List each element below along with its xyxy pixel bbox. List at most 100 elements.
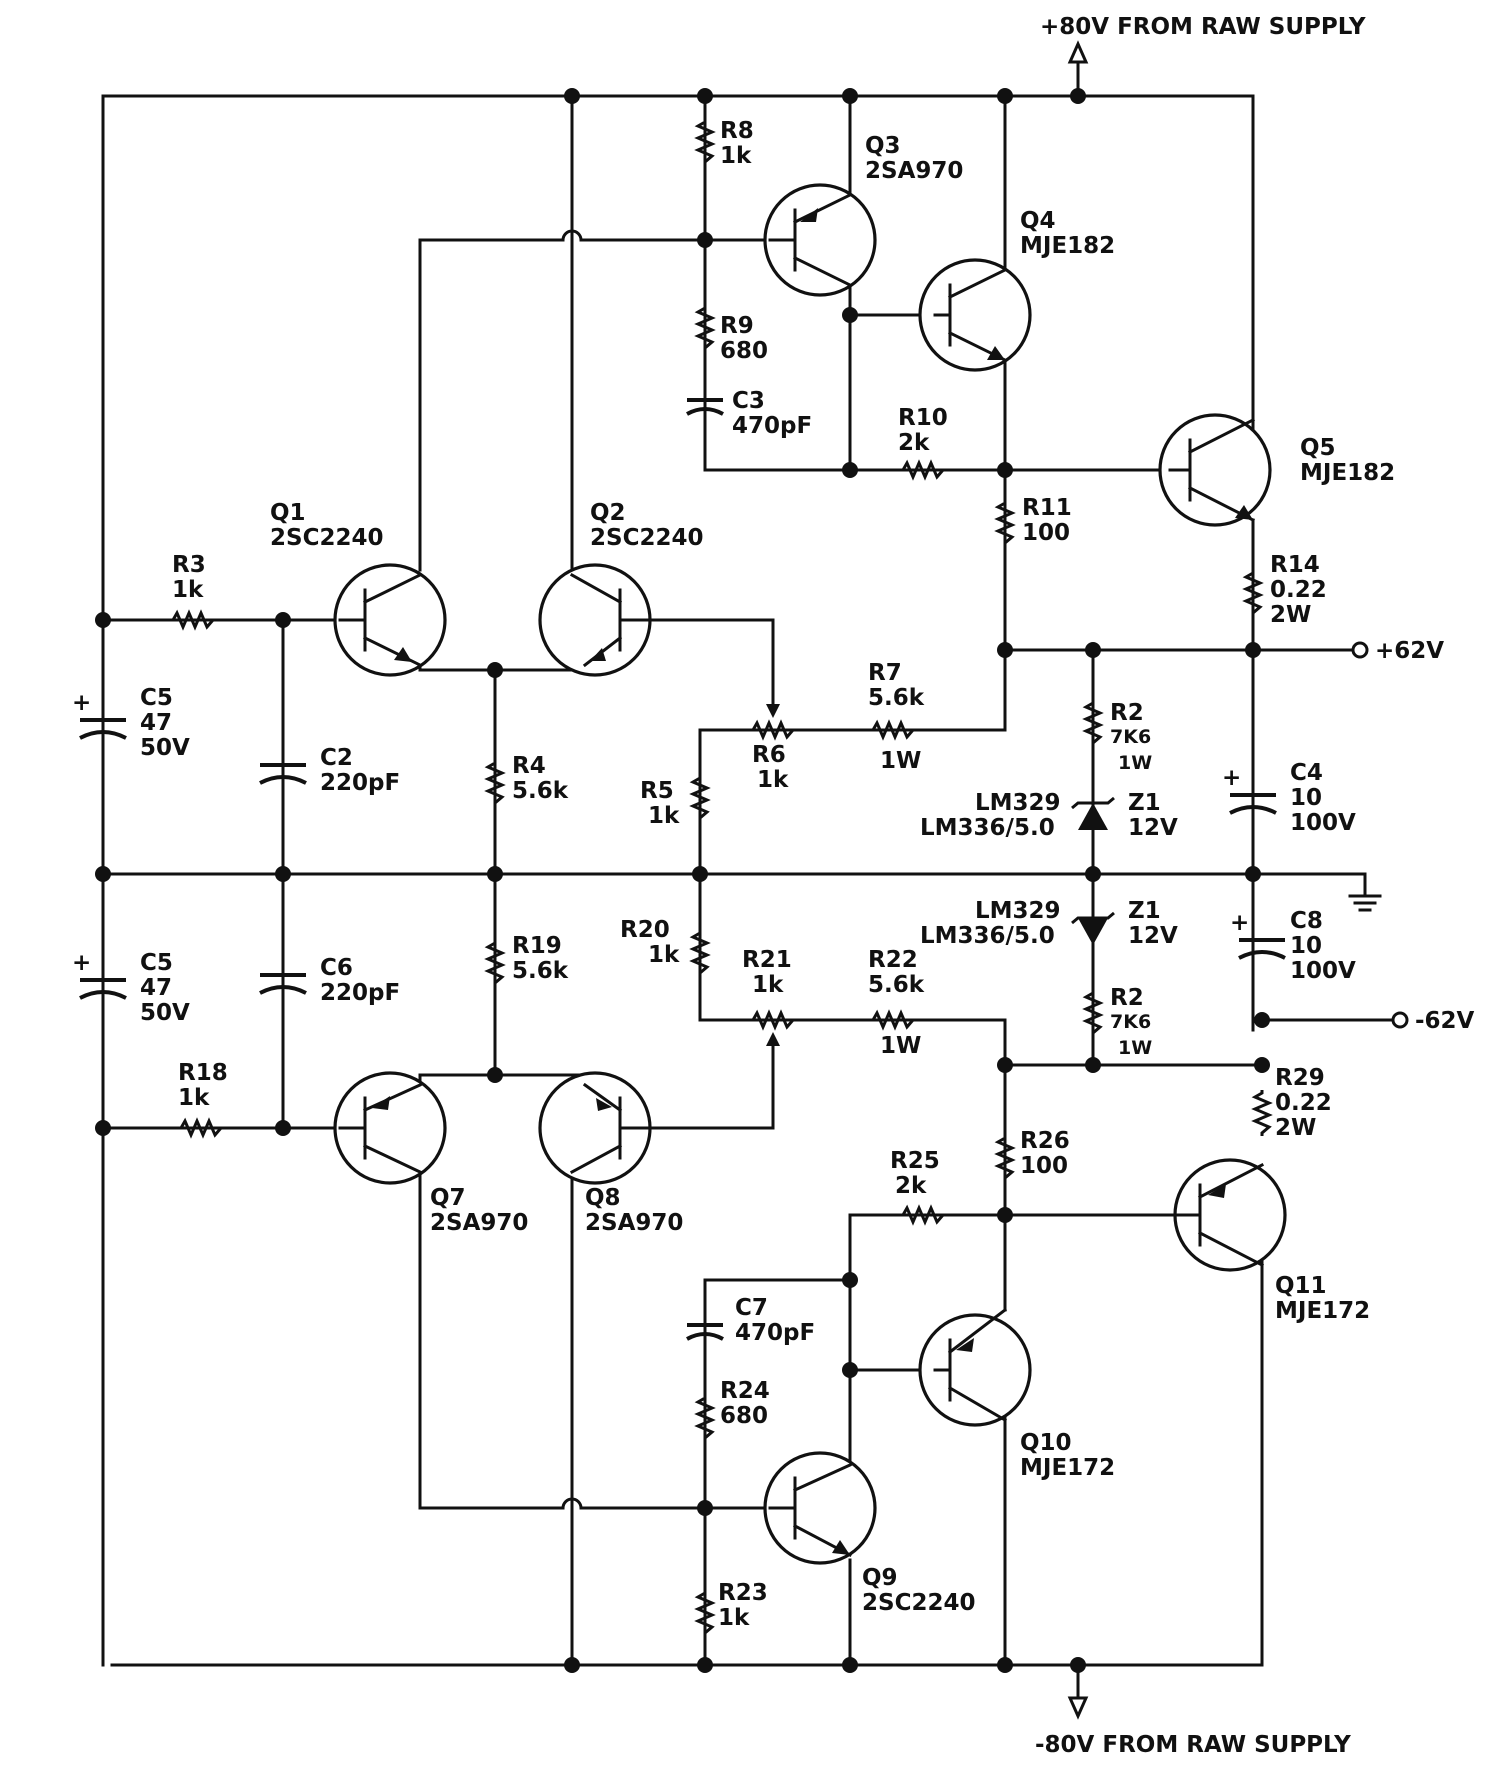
c4-val2: 100V [1290,810,1356,836]
r18-ref: R18 [178,1060,228,1086]
r25-zigzag [900,1204,946,1226]
r2-top-val1: 7K6 [1110,726,1151,748]
c5-bottom-val2: 50V [140,1000,190,1026]
r19-ref: R19 [512,933,562,959]
c2-val: 220pF [320,770,400,796]
c4-polarity: + [1222,765,1241,791]
q9-ref: Q9 [862,1565,898,1591]
r9-val: 680 [720,338,768,364]
r8-val: 1k [720,143,752,169]
z1-top-part1: LM329 [975,790,1061,816]
q4-body [918,258,1032,372]
c4-val1: 10 [1290,785,1322,811]
c5-top-val2: 50V [140,735,190,761]
q10-part: MJE172 [1020,1455,1115,1481]
q3-body [763,183,877,297]
q10-body [918,1313,1032,1427]
junction-dots [95,88,1270,1673]
q3-ref: Q3 [865,133,901,159]
r22-ref: R22 [868,947,918,973]
r14-ref: R14 [1270,552,1320,578]
r21-val: 1k [752,972,784,998]
r19-zigzag [484,940,506,986]
q10-ref: Q10 [1020,1430,1072,1456]
q1-body [333,563,447,677]
c5-bottom-ref: C5 [140,950,173,976]
z1-top-ref: Z1 [1128,790,1161,816]
q5-part: MJE182 [1300,460,1395,486]
r9-ref: R9 [720,313,754,339]
r29-val2: 2W [1275,1115,1316,1141]
r23-val: 1k [718,1605,750,1631]
r7-ref: R7 [868,660,902,686]
q7-ref: Q7 [430,1185,466,1211]
r6-zigzag [750,719,796,741]
r11-val: 100 [1022,520,1070,546]
r14-zigzag [1242,570,1264,616]
r4-ref: R4 [512,753,546,779]
r21-ref: R21 [742,947,792,973]
r22-val2: 1W [880,1033,921,1059]
c8-ref: C8 [1290,908,1323,934]
c8-val2: 100V [1290,958,1356,984]
z1-bottom-triangle [1078,918,1108,945]
resistor-symbols [170,120,1273,1636]
r20-zigzag [689,930,711,976]
r10-zigzag [900,459,946,481]
r24-ref: R24 [720,1378,770,1404]
r23-ref: R23 [718,1580,768,1606]
r29-zigzag [1251,1090,1273,1136]
r4-zigzag [484,760,506,806]
r20-val: 1k [648,942,680,968]
q7-part: 2SA970 [430,1210,528,1236]
q5-ref: Q5 [1300,435,1336,461]
c3-ref: C3 [732,388,765,414]
q1-part: 2SC2240 [270,525,383,551]
q9-body [763,1451,877,1565]
wiring [101,58,1409,1702]
q4-ref: Q4 [1020,208,1056,234]
ground-icon [1348,894,1382,912]
r2-top-val2: 1W [1118,752,1152,774]
r7-val2: 1W [880,748,921,774]
r2-bottom-ref: R2 [1110,985,1144,1011]
r18-val: 1k [178,1085,210,1111]
r26-zigzag [994,1135,1016,1181]
z1-bottom-part1: LM329 [975,898,1061,924]
z1-bottom-ref: Z1 [1128,898,1161,924]
q2-ref: Q2 [590,500,626,526]
r22-zigzag [870,1009,916,1031]
r14-val2: 2W [1270,602,1311,628]
c7-val: 470pF [735,1320,815,1346]
q8-part: 2SA970 [585,1210,683,1236]
r3-val: 1k [172,577,204,603]
r19-val: 5.6k [512,958,569,984]
r7-val1: 5.6k [868,685,925,711]
z1-top-part2: LM336/5.0 [920,815,1055,841]
r29-val1: 0.22 [1275,1090,1332,1116]
r29-ref: R29 [1275,1065,1325,1091]
r11-ref: R11 [1022,495,1072,521]
c8-polarity: + [1230,910,1249,936]
r5-zigzag [689,775,711,821]
r6-val: 1k [757,767,789,793]
q3-part: 2SA970 [865,158,963,184]
c6-val: 220pF [320,980,400,1006]
r21-zigzag [750,1009,796,1031]
q5-body [1158,413,1272,527]
r8-ref: R8 [720,118,754,144]
r24-zigzag [694,1395,716,1441]
c8-val1: 10 [1290,933,1322,959]
c5-bottom-polarity: + [72,950,91,976]
r20-ref: R20 [620,917,670,943]
q11-ref: Q11 [1275,1273,1327,1299]
r22-val1: 5.6k [868,972,925,998]
r3-ref: R3 [172,552,206,578]
c4-ref: C4 [1290,760,1323,786]
z1-bottom-part2: LM336/5.0 [920,923,1055,949]
q11-part: MJE172 [1275,1298,1370,1324]
r2-bottom-val1: 7K6 [1110,1011,1151,1033]
c7-ref: C7 [735,1295,768,1321]
r2-top-ref: R2 [1110,700,1144,726]
